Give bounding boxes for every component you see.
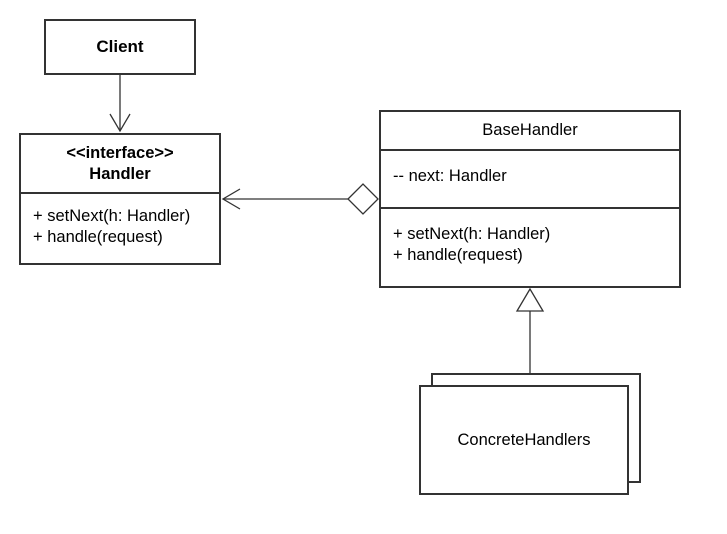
base-handler-name: BaseHandler: [482, 121, 578, 139]
base-handler-attributes: -- next: Handler: [381, 151, 679, 209]
aggregation-diamond: [347, 183, 379, 215]
handler-operations: + setNext(h: Handler) + handle(request): [21, 194, 219, 248]
handler-header: <<interface>> Handler: [21, 135, 219, 194]
base-handler-attribute: -- next: Handler: [393, 167, 507, 185]
concrete-handlers-class[interactable]: ConcreteHandlers: [419, 385, 629, 495]
client-to-handler-arrow: [109, 75, 131, 133]
handler-stereotype: <<interface>>: [66, 143, 174, 162]
base-handler-operation: + handle(request): [393, 246, 523, 264]
client-label: Client: [96, 37, 144, 56]
handler-interface[interactable]: <<interface>> Handler + setNext(h: Handl…: [19, 133, 221, 265]
handler-name: Handler: [89, 164, 151, 183]
handler-operation: + handle(request): [33, 228, 163, 246]
base-handler-header: BaseHandler: [381, 112, 679, 151]
inheritance-arrow: [515, 287, 545, 373]
base-handler-operation: + setNext(h: Handler): [393, 225, 551, 243]
concrete-handlers-label: ConcreteHandlers: [457, 430, 591, 449]
client-class[interactable]: Client: [44, 19, 196, 75]
aggregation-arrow: [221, 183, 379, 215]
handler-operation: + setNext(h: Handler): [33, 207, 191, 225]
base-handler-class[interactable]: BaseHandler -- next: Handler + setNext(h…: [379, 110, 681, 288]
base-handler-operations: + setNext(h: Handler) + handle(request): [381, 209, 679, 266]
inheritance-triangle: [515, 287, 545, 312]
